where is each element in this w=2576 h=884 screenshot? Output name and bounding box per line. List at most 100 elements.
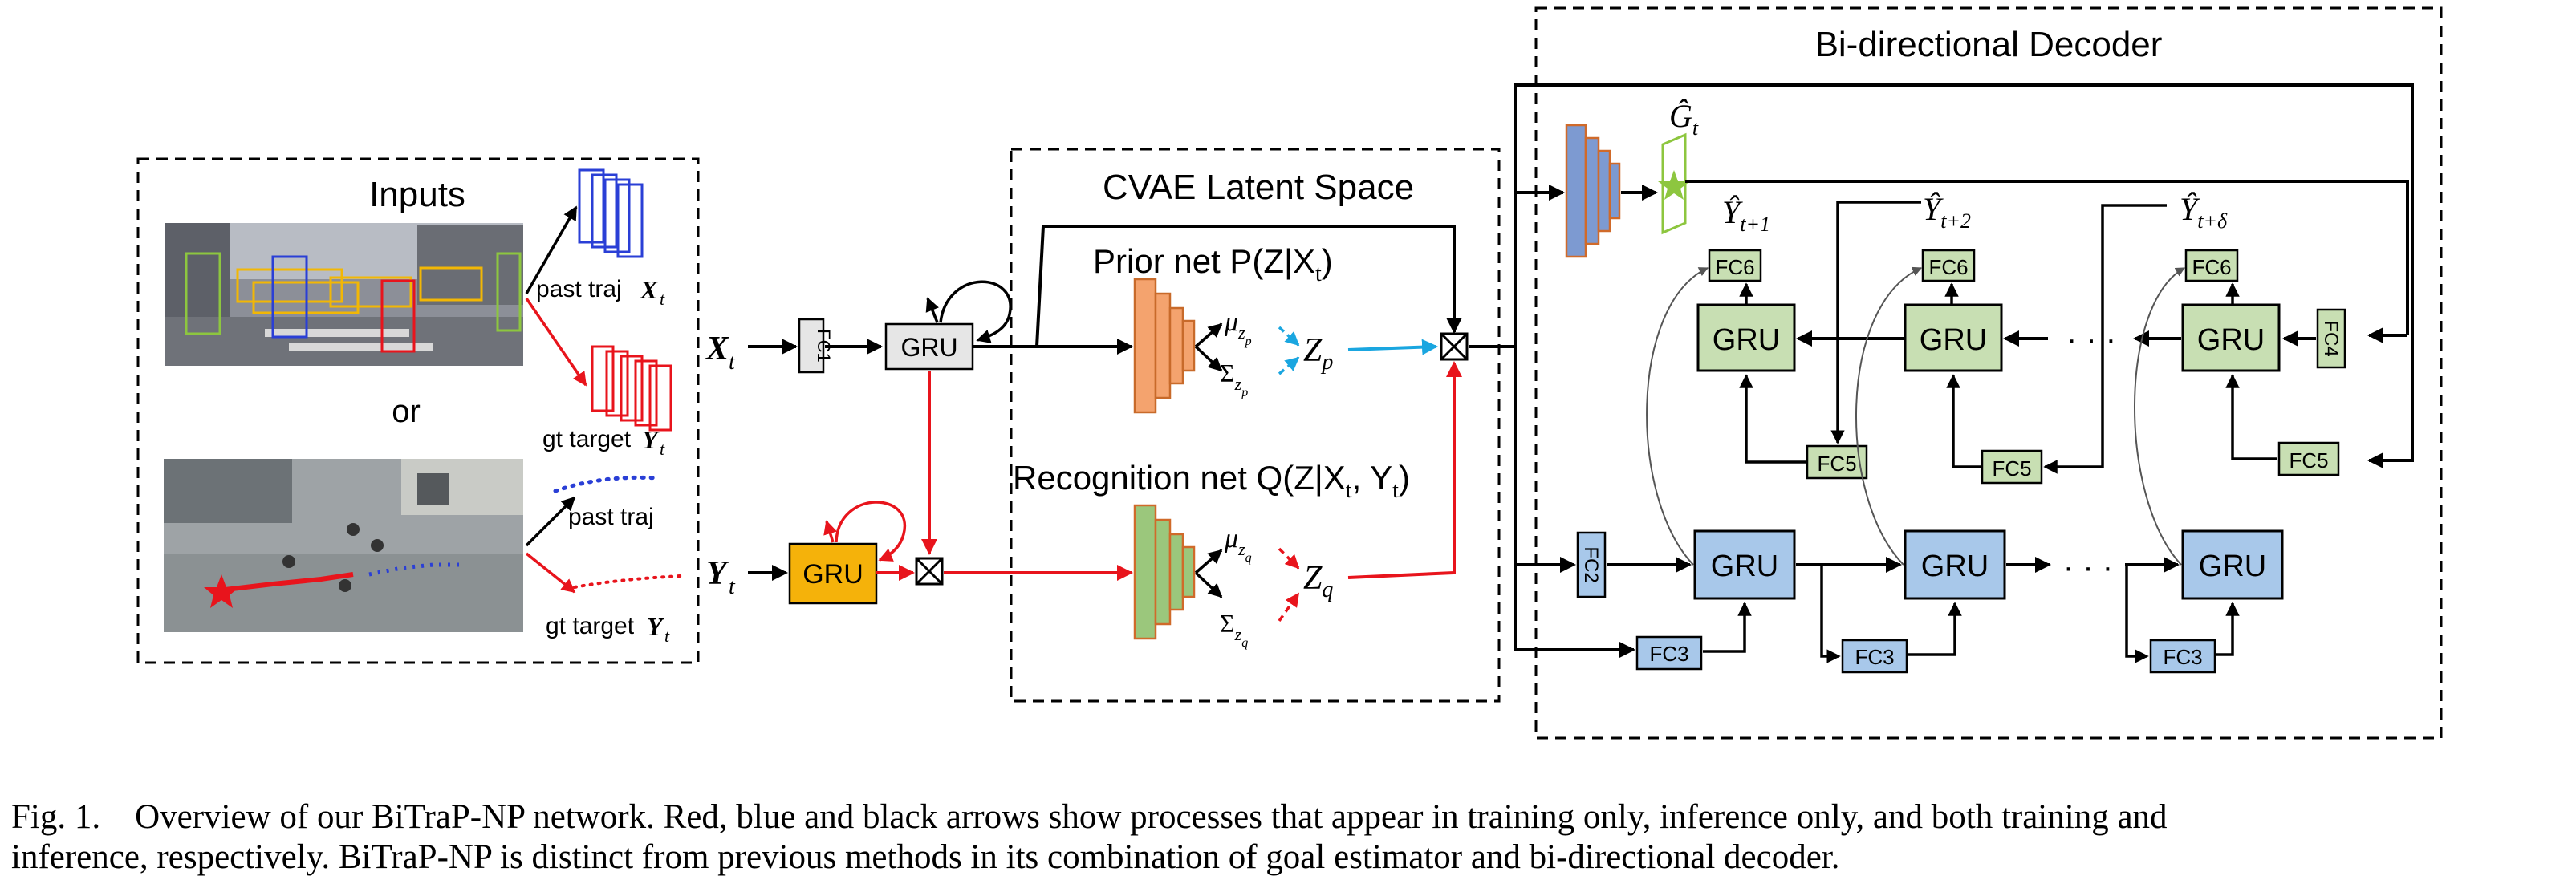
top-image-black-arrow	[525, 205, 578, 294]
goal-label: Ĝt	[1669, 98, 1699, 140]
gru-blue-3	[2181, 529, 2284, 600]
yhat2-to-fc5-1	[1830, 201, 1921, 444]
gru-green-3	[2181, 303, 2281, 372]
gru-green-1	[1696, 303, 1796, 372]
decoder-title: Bi-directional Decoder	[1815, 25, 2163, 64]
gru-y-box	[788, 542, 878, 605]
gru-x-box	[884, 322, 974, 371]
fc3-label-1: FC3	[1649, 642, 1688, 666]
recog-to-mu-arrow	[1194, 549, 1223, 574]
recognition-net-stack	[1133, 504, 1196, 640]
sigma-zp-label: Σzp	[1220, 359, 1248, 399]
past-traj-bottom-label: past traj	[568, 504, 654, 530]
fc3-label-3: FC3	[2163, 645, 2202, 669]
fc4-label: FC4	[2320, 320, 2342, 356]
fc5-label-3: FC5	[2289, 448, 2328, 472]
goal-estimate-box	[1658, 132, 1690, 235]
fc3-1-to-gru-b1	[1703, 602, 1752, 653]
gru-y-label: GRU	[802, 559, 863, 590]
gt-target-box-stack	[591, 345, 672, 432]
zq-to-concat-arrow	[1347, 361, 1462, 579]
fc5-label-1: FC5	[1817, 452, 1856, 476]
fc6-box-1	[1708, 249, 1762, 282]
fc6-label-3: FC6	[2192, 255, 2231, 279]
y-t-sub: t	[729, 574, 736, 599]
or-label: or	[392, 394, 421, 429]
bottom-ellipsis: · · ·	[2063, 549, 2113, 585]
goal-to-fc4-line	[1685, 180, 2409, 335]
fc2-label: FC2	[1580, 546, 1602, 582]
inputs-panel-border	[136, 157, 700, 664]
caption-line-2: inference, respectively. BiTraP-NP is di…	[11, 838, 1840, 876]
yhatd-to-fc5-2	[2043, 204, 2167, 474]
zp-to-concat-arrow	[1347, 339, 1438, 355]
fc3-2-to-gru-b2	[1908, 602, 1962, 656]
concat-node-encoder	[915, 557, 944, 586]
gru-blue-3-label: GRU	[2199, 549, 2266, 583]
aerial-scene-image	[164, 459, 523, 632]
gru-y-self-loop	[835, 501, 907, 562]
outer-loop-line	[1514, 83, 2414, 468]
gt-target-top-sub: t	[660, 439, 665, 459]
gru-green-3-label: GRU	[2197, 323, 2265, 357]
fc6-label-1: FC6	[1715, 255, 1754, 279]
gru-b1-to-fc3-2	[1820, 565, 1841, 663]
gru-x-to-decoder-concat-line	[1035, 225, 1462, 347]
fc5-box-3	[2277, 441, 2340, 476]
past-traj-top-label: past traj	[536, 276, 622, 302]
past-traj-box-stack	[578, 168, 644, 258]
gru-y-self-loop-tail	[823, 520, 837, 543]
concat-node-latent	[1440, 332, 1469, 361]
gru-blue-2-label: GRU	[1921, 549, 1989, 583]
fc1-box	[798, 318, 825, 374]
fc3-box-3	[2149, 639, 2216, 674]
caption-line-1-text: Overview of our BiTraP-NP network. Red, …	[135, 798, 2168, 836]
gt-target-bottom-label: gt target	[546, 613, 635, 639]
fc5-1-to-gru1	[1739, 374, 1806, 464]
caption-line-1: Fig. 1. Overview of our BiTraP-NP networ…	[11, 797, 2567, 837]
concat-to-decoder-line	[1469, 345, 1541, 651]
recognition-net-label: Recognition net Q(Z|Xt, Yt)	[1013, 459, 1410, 503]
curve-blue3-to-fc6-3	[2134, 267, 2186, 566]
gru-green-1-label: GRU	[1713, 323, 1780, 357]
gt-target-top-label: gt target	[542, 426, 632, 452]
fc3-3-to-gru-b3	[2216, 602, 2240, 656]
gru-x-self-loop	[939, 280, 1012, 343]
fc5-3-to-gru3	[2225, 374, 2277, 460]
bottom-image-black-arrow	[525, 496, 576, 547]
sigma-to-zq-arrow	[1278, 592, 1300, 622]
fc3-label-2: FC3	[1855, 645, 1894, 669]
y-t-label: Y	[706, 555, 729, 592]
sigma-to-zp-arrow	[1278, 356, 1300, 375]
zp-label: Zp	[1303, 332, 1333, 375]
sigma-zq-label: Σzq	[1220, 609, 1248, 650]
fc5-box-1	[1806, 444, 1868, 480]
zq-label: Zq	[1303, 560, 1333, 602]
cvae-panel-border	[1010, 148, 1501, 703]
yhat-t2-label: Ŷt+2	[1923, 191, 1971, 233]
x-t-label: X	[705, 330, 729, 367]
gru-x-self-loop-tail	[925, 297, 939, 323]
yhat-t1-label: Ŷt+1	[1722, 194, 1770, 236]
caption-prefix: Fig. 1.	[11, 798, 101, 836]
yhat-td-label: Ŷt+δ	[2180, 191, 2228, 233]
prior-net-label: Prior net P(Z|Xt)	[1093, 242, 1333, 286]
fc6-label-2: FC6	[1928, 255, 1968, 279]
fc5-2-to-gru2	[1946, 374, 1981, 468]
fc6-box-3	[2184, 249, 2239, 282]
fc5-label-2: FC5	[1992, 456, 2031, 481]
gru-green-2	[1904, 303, 2003, 372]
prior-net-stack	[1133, 278, 1196, 414]
curve-blue2-to-fc6-2	[1855, 266, 1923, 566]
recog-to-sigma-arrow	[1194, 571, 1223, 598]
mu-zq-label: μzq	[1224, 524, 1252, 565]
gru-x-label: GRU	[900, 333, 957, 362]
dots-to-fc3-3	[2125, 565, 2149, 663]
past-traj-bottom-curve	[553, 475, 660, 493]
top-ellipsis: · · ·	[2066, 322, 2116, 357]
goal-estimator-stack	[1565, 124, 1621, 258]
prior-to-sigma-arrow	[1194, 345, 1223, 372]
street-scene-image	[165, 223, 523, 366]
cvae-title: CVAE Latent Space	[1103, 168, 1414, 207]
curve-blue1-to-fc6-1	[1646, 267, 1709, 566]
